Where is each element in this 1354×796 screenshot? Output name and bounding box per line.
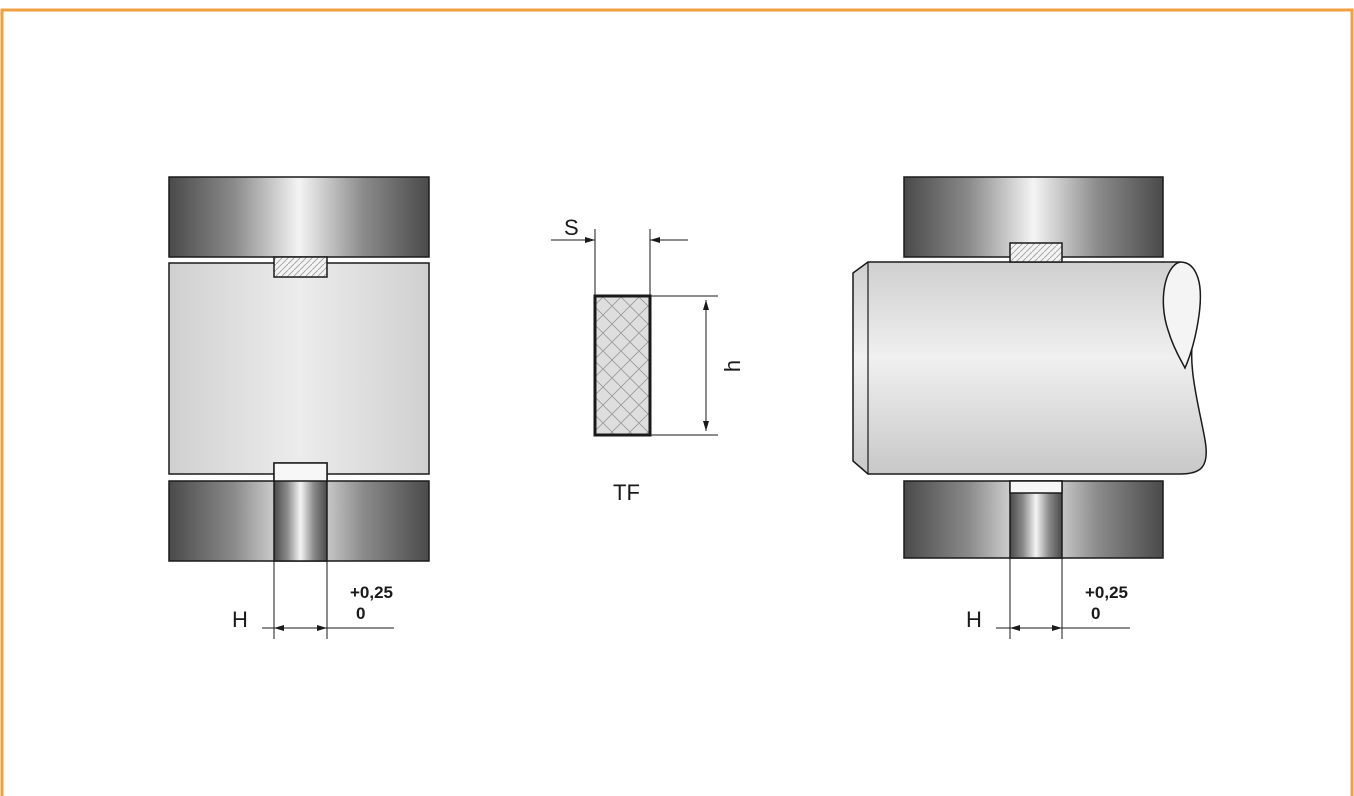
right-dimension-label: H [966, 607, 982, 632]
seal-profile [593, 294, 652, 437]
seal-cross-section: S h TF [551, 215, 745, 505]
right-tolerance-lower: 0 [1091, 604, 1100, 623]
width-label: S [564, 215, 579, 240]
right-shaft-break [1162, 261, 1202, 370]
right-shaft [852, 261, 1207, 475]
left-rod [168, 262, 430, 475]
left-dimension-label: H [232, 607, 248, 632]
right-view: H +0,25 0 [852, 176, 1207, 639]
left-groove-top [273, 462, 328, 482]
left-seal [273, 256, 328, 278]
right-seal [1009, 242, 1063, 263]
left-view: H +0,25 0 [168, 176, 430, 639]
right-tolerance-upper: +0,25 [1085, 583, 1128, 602]
left-upper-housing [168, 176, 430, 258]
left-tolerance-lower: 0 [356, 604, 365, 623]
left-tolerance-upper: +0,25 [350, 583, 393, 602]
frame-border [0, 8, 1354, 796]
right-groove-top [1009, 480, 1063, 494]
section-label: TF [613, 480, 640, 505]
height-label: h [720, 360, 745, 372]
